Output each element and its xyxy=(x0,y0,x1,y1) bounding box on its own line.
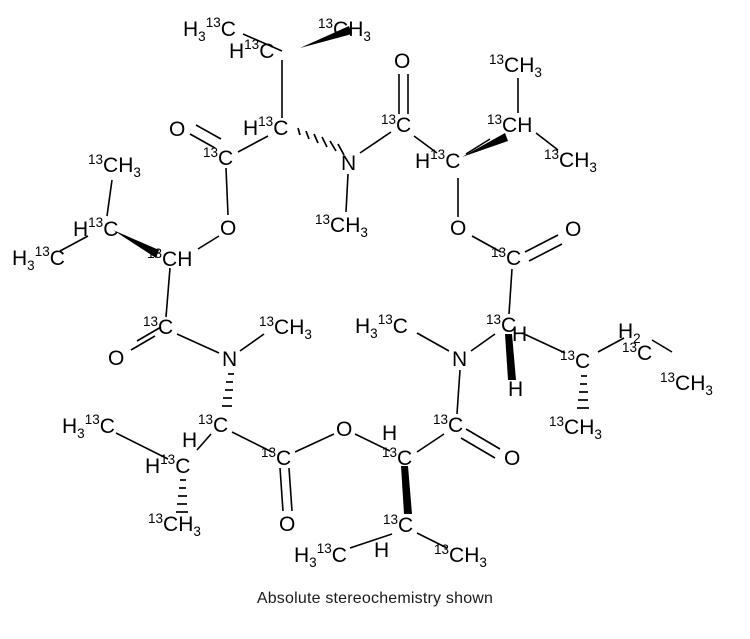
hashed-bond-layer xyxy=(176,127,589,513)
atom-label-alpha-bottom-left-hydrogen: H xyxy=(182,429,197,452)
atom-label-oxo-top-right: O xyxy=(394,50,410,73)
atom-label-left-beta: H13C xyxy=(73,215,118,241)
atom-label-layer: H313C H13C 13CH3 H13C 13C O O N 13CH3 13… xyxy=(12,15,713,570)
atom-label-oxo1: O xyxy=(169,118,185,141)
wedge-bond-layer xyxy=(113,26,516,514)
atom-label-carbonyl-bottom-left: 13C xyxy=(261,445,291,470)
atom-label-oxo-left: O xyxy=(108,347,124,370)
atom-label-nitrogen-3: N xyxy=(222,348,237,371)
atom-label-alpha-right-hydrogen: H xyxy=(508,378,523,401)
atom-label-ester-oxygen-1: O xyxy=(220,217,236,240)
atom-label-alpha-right: 13C xyxy=(486,312,516,337)
atom-label-top-right-isopropyl-methyl-up: 13CH3 xyxy=(489,52,542,80)
atom-label-beta-bottom-center-hydrogen: H xyxy=(374,539,389,562)
atom-label-alpha-bottom-center-hydrogen: H xyxy=(382,422,397,445)
atom-label-beta-right-ch: H13C xyxy=(415,147,460,173)
atom-label-beta-bottom-left: H13C xyxy=(145,452,190,478)
atom-label-isoleucine-beta: 13C xyxy=(560,348,590,373)
atom-label-top-right-isopropyl-methyl-right: 13CH3 xyxy=(544,147,597,175)
atom-label-carbonyl-top-right: 13C xyxy=(381,112,411,137)
atom-label-carbonyl1: 13C xyxy=(203,145,233,170)
atom-label-isoleucine-gamma: H2 xyxy=(618,320,641,346)
atom-label-n2-methyl: H313C xyxy=(355,312,408,341)
atom-label-beta-right-isopropyl-ch: 13CH xyxy=(487,112,532,137)
atom-label-bottom-methyl-left: H313C xyxy=(294,541,347,570)
atom-label-oxo-right: O xyxy=(565,218,581,241)
atom-label-nitrogen-1: N xyxy=(341,152,356,175)
atom-label-left-ester-ch: 13CH xyxy=(147,246,192,271)
atom-label-isoleucine-gamma-ch2: 13C xyxy=(622,340,652,365)
atom-label-left-methyl-left: H313C xyxy=(12,244,65,273)
atom-label-left-methyl-up: 13CH3 xyxy=(88,152,141,180)
atom-label-carbonyl-bottom-right: 13C xyxy=(433,412,463,437)
atom-label-alpha-bottom-center: 13C xyxy=(382,445,412,470)
atom-label-nitrogen-2: N xyxy=(452,348,467,371)
bond-layer xyxy=(59,33,673,549)
atom-label-top-right-methyl: 13CH3 xyxy=(318,16,371,44)
atom-label-beta-bottom-center: 13C xyxy=(383,512,413,537)
atom-label-n1-methyl: 13CH3 xyxy=(315,212,368,240)
atom-label-oxo-bottom-left: O xyxy=(279,513,295,536)
atom-label-ester-oxygen-2: O xyxy=(450,217,466,240)
atom-label-alpha1: H13C xyxy=(243,114,288,140)
atom-label-ester-oxygen-3: O xyxy=(336,418,352,441)
atom-label-bottom-methyl-right: 13CH3 xyxy=(434,542,487,570)
atom-label-alpha-bottom-left: 13C xyxy=(198,412,228,437)
atom-label-n3-methyl: 13CH3 xyxy=(259,314,312,342)
atom-label-isoleucine-beta-hydrogen: H xyxy=(512,323,527,346)
atom-label-oxo-bottom-right: O xyxy=(504,447,520,470)
atom-label-isoleucine-beta-methyl: 13CH3 xyxy=(549,414,602,442)
atom-label-bottom-left-methyl: H313C xyxy=(62,412,115,441)
atom-label-top-ch: H13C xyxy=(229,37,274,63)
atom-label-carbonyl-right: 13C xyxy=(491,245,521,270)
atom-label-top-left-methyl: H313C xyxy=(183,15,236,44)
atom-label-carbonyl-left: 13C xyxy=(143,314,173,339)
atom-label-bottom-left-beta-methyl: 13CH3 xyxy=(148,511,201,539)
figure-caption: Absolute stereochemistry shown xyxy=(256,590,494,607)
atom-label-isoleucine-delta-methyl: 13CH3 xyxy=(660,370,713,398)
